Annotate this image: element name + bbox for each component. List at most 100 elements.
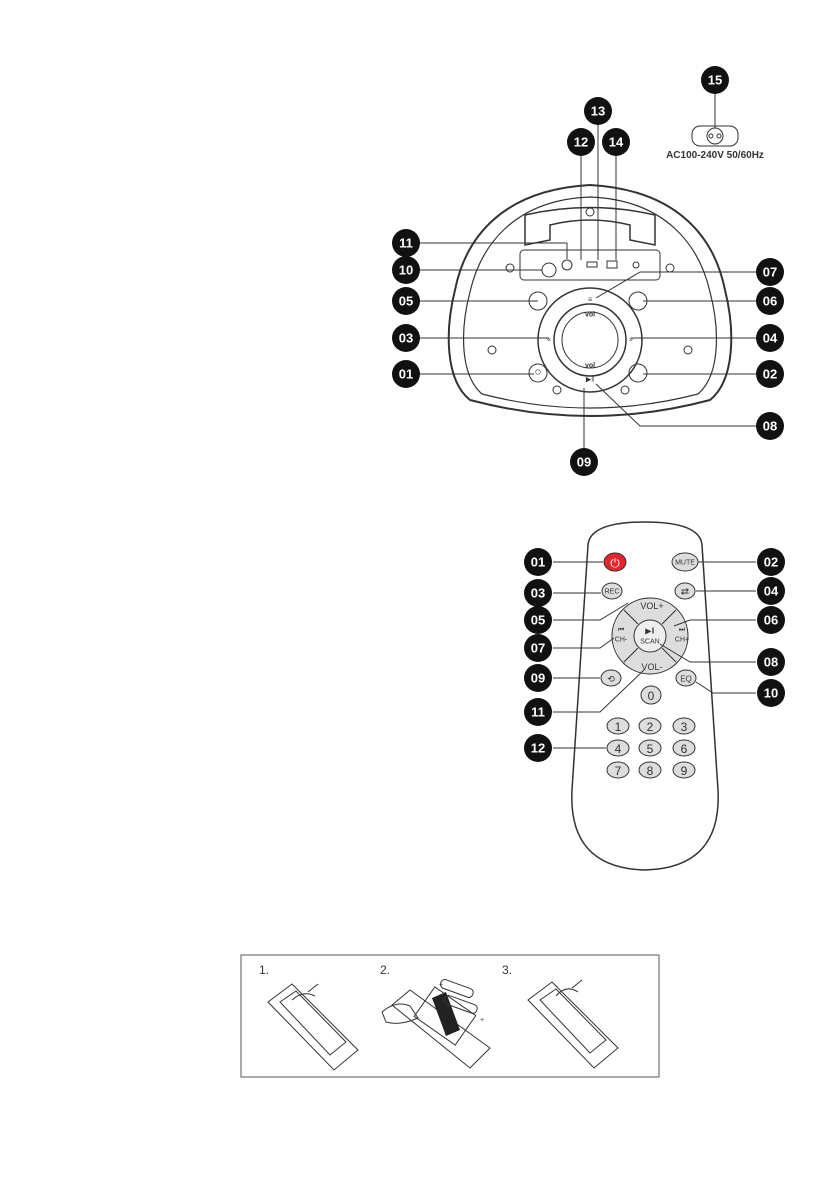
key-4[interactable]: 4 — [607, 740, 629, 756]
remote-callout-09: 09 — [524, 664, 552, 692]
svg-text:2: 2 — [647, 720, 654, 734]
svg-text:12: 12 — [531, 741, 545, 756]
svg-text:08: 08 — [764, 655, 778, 670]
remote-mute-button[interactable]: MUTE — [672, 553, 698, 571]
key-8[interactable]: 8 — [639, 762, 661, 778]
callout-03: 03 — [392, 324, 420, 352]
callout-04: 04 — [756, 324, 784, 352]
battery-step-2-label: 2. — [380, 963, 390, 977]
svg-text:02: 02 — [763, 367, 777, 382]
callout-10: 10 — [392, 256, 420, 284]
svg-text:6: 6 — [681, 742, 688, 756]
callout-13: 13 — [584, 97, 612, 125]
key-5[interactable]: 5 — [639, 740, 661, 756]
svg-text:vol: vol — [585, 312, 595, 319]
callout-09: 09 — [570, 448, 598, 476]
key-6[interactable]: 6 — [673, 740, 695, 756]
key-0[interactable]: 0 — [641, 686, 661, 704]
remote-vol-plus-button[interactable]: VOL+ — [640, 601, 663, 611]
svg-text:8: 8 — [647, 764, 654, 778]
svg-text:5: 5 — [647, 742, 654, 756]
key-3[interactable]: 3 — [673, 718, 695, 734]
svg-text:07: 07 — [531, 641, 545, 656]
remote-scan-button[interactable]: SCAN — [640, 639, 659, 646]
key-7[interactable]: 7 — [607, 762, 629, 778]
remote-callout-04: 04 — [757, 577, 785, 605]
callout-15: 15 — [701, 66, 729, 94]
battery-step-3-label: 3. — [502, 963, 512, 977]
remote-callout-10: 10 — [757, 679, 785, 707]
svg-text:01: 01 — [399, 367, 413, 382]
svg-text:11: 11 — [399, 236, 413, 251]
key-2[interactable]: 2 — [639, 718, 661, 734]
svg-text:vol: vol — [585, 363, 595, 370]
callout-01: 01 — [392, 360, 420, 388]
svg-text:0: 0 — [648, 689, 655, 703]
svg-text:07: 07 — [763, 265, 777, 280]
svg-text:▶ǁ: ▶ǁ — [586, 377, 594, 384]
remote-mode-button[interactable]: ⇄ — [675, 583, 695, 599]
remote-prev-icon: ⏮ — [618, 627, 624, 634]
power-inlet — [692, 126, 738, 146]
callout-05: 05 — [392, 287, 420, 315]
svg-text:3: 3 — [681, 720, 688, 734]
battery-steps-panel: 1. 2. 3. + + — [241, 955, 659, 1077]
power-spec: AC100-240V 50/60Hz — [666, 150, 764, 161]
remote-play-pause-icon: ▶ǁ — [645, 627, 654, 636]
svg-text:09: 09 — [577, 455, 591, 470]
svg-text:7: 7 — [615, 764, 622, 778]
remote-callout-07: 07 — [524, 634, 552, 662]
callout-06: 06 — [756, 287, 784, 315]
svg-text:MUTE: MUTE — [675, 560, 695, 567]
callout-12: 12 — [567, 128, 595, 156]
remote-callout-01: 01 — [524, 548, 552, 576]
remote-vol-minus-button[interactable]: VOL- — [641, 662, 662, 672]
key-9[interactable]: 9 — [673, 762, 695, 778]
svg-text:+: + — [439, 982, 443, 989]
callout-02: 02 — [756, 360, 784, 388]
remote-callout-12: 12 — [524, 734, 552, 762]
callout-14: 14 — [602, 128, 630, 156]
remote-rec-button[interactable]: REC — [602, 583, 622, 599]
remote-ch-minus-button[interactable]: CH- — [615, 637, 628, 644]
svg-text:⇄: ⇄ — [681, 587, 689, 598]
key-1[interactable]: 1 — [607, 718, 629, 734]
remote-repeat-button[interactable]: ⟲ — [601, 670, 621, 686]
svg-text:11: 11 — [531, 705, 545, 720]
svg-text:04: 04 — [764, 584, 779, 599]
svg-text:1: 1 — [615, 720, 622, 734]
remote-eq-button[interactable]: EQ — [676, 670, 696, 686]
svg-text:⟲: ⟲ — [607, 674, 615, 684]
remote-number-keys: 0 1 2 3 4 5 6 7 8 9 — [607, 686, 695, 778]
remote-callout-08: 08 — [757, 648, 785, 676]
remote-power-button[interactable]: ⏻ — [604, 553, 626, 571]
svg-text:05: 05 — [531, 613, 545, 628]
speaker-illustration: vol vol « » ≡ ▶ǁ ⏻ AC100-240V 50/60Hz — [449, 126, 764, 416]
callout-11: 11 — [392, 229, 420, 257]
remote-callout-11: 11 — [524, 698, 552, 726]
svg-text:12: 12 — [574, 135, 588, 150]
svg-text:+: + — [480, 1017, 484, 1024]
svg-text:10: 10 — [399, 263, 413, 278]
remote-callout-06: 06 — [757, 606, 785, 634]
svg-text:01: 01 — [531, 555, 545, 570]
svg-text:EQ: EQ — [680, 675, 692, 684]
svg-text:4: 4 — [615, 742, 622, 756]
svg-text:02: 02 — [764, 555, 778, 570]
svg-text:10: 10 — [764, 686, 778, 701]
callout-07: 07 — [756, 258, 784, 286]
remote-callout-02: 02 — [757, 548, 785, 576]
svg-text:9: 9 — [681, 764, 688, 778]
svg-text:03: 03 — [531, 586, 545, 601]
speaker-callouts: 01 02 03 04 05 06 07 08 09 10 11 12 13 1… — [392, 66, 784, 476]
svg-text:15: 15 — [708, 73, 722, 88]
svg-text:05: 05 — [399, 294, 413, 309]
svg-text:06: 06 — [763, 294, 777, 309]
svg-text:03: 03 — [399, 331, 413, 346]
svg-text:⏻: ⏻ — [535, 369, 541, 377]
remote-callout-05: 05 — [524, 606, 552, 634]
remote-callout-03: 03 — [524, 579, 552, 607]
svg-text:08: 08 — [763, 419, 777, 434]
remote-ch-plus-button[interactable]: CH+ — [675, 637, 689, 644]
